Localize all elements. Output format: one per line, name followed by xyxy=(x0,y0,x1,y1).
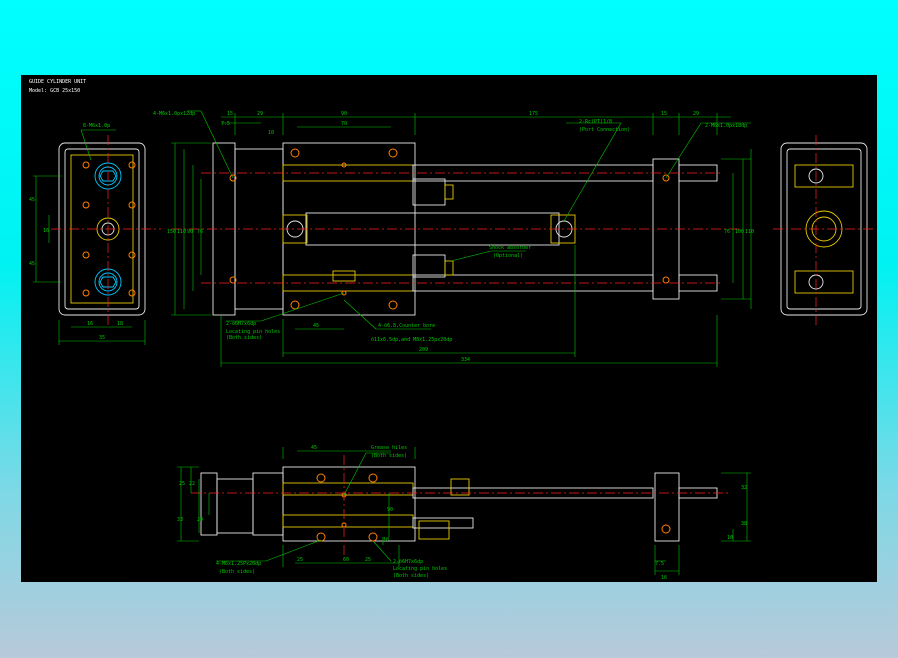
dim-209: 209 xyxy=(419,347,428,353)
dim-15: 15 xyxy=(227,111,233,117)
dim-7-5: 7.5 xyxy=(221,121,230,127)
dim-29: 29 xyxy=(257,111,263,117)
dim-10: 10 xyxy=(268,130,274,136)
main-top-view xyxy=(171,110,752,367)
bottom-side-view xyxy=(177,447,751,575)
bottom-dim-20: 20 xyxy=(197,517,203,523)
bottom-right-hole-note2: (Both sides) xyxy=(393,573,429,579)
bottom-dim-25a: 25 xyxy=(179,481,185,487)
shock-note: (Optional) xyxy=(493,253,523,259)
bottom-dim-38: 38 xyxy=(741,521,747,527)
bottom-dim-45: 45 xyxy=(311,445,317,451)
dim-76-right: 76 xyxy=(724,229,730,235)
bottom-right-hole-note1: Locating pin holes xyxy=(393,566,447,572)
dim-left-bottom-35: 35 xyxy=(99,335,105,341)
dim-left-16: 16 xyxy=(43,228,49,234)
bottom-right-hole-label: 2-ö6H7x6dp xyxy=(393,559,423,565)
cad-drawing: GUIDE CYLINDER UNIT Model: GCB 25x150 xyxy=(29,79,873,581)
port-note: (Port Connection) xyxy=(579,127,630,133)
bottom-dim-33: 33 xyxy=(177,517,183,523)
dim-76: 76 xyxy=(197,229,203,235)
dim-45-center: 45 xyxy=(313,323,319,329)
drawing-canvas: GUIDE CYLINDER UNIT Model: GCB 25x150 xyxy=(21,75,877,582)
bottom-dim-25b: 25 xyxy=(297,557,303,563)
bottom-dim-7-5: 7.5 xyxy=(655,561,664,567)
dim-left-45a: 45 xyxy=(29,197,35,203)
bottom-dim-25c: 25 xyxy=(365,557,371,563)
locating-label: 2-ö6H7x6dp xyxy=(226,321,256,327)
dim-left-45b: 45 xyxy=(29,261,35,267)
dim-70: 70 xyxy=(341,121,347,127)
main-hole-label: 4-M6x1.0px12dp xyxy=(153,111,195,117)
dim-334: 334 xyxy=(461,357,470,363)
locating-note1: Locating pin holes xyxy=(226,329,280,335)
bottom-dim-90: 90 xyxy=(387,507,393,513)
bottom-left-hole-label: 4-M6x1.25Px20dp xyxy=(216,561,261,567)
bottom-dim-10-right: 10 xyxy=(727,535,733,541)
right-end-view xyxy=(773,135,873,325)
locating-note2: (Both sides) xyxy=(226,335,262,341)
dim-29-right: 29 xyxy=(693,111,699,117)
bottom-left-hole-note: (Both sides) xyxy=(219,569,255,575)
port-label: 2-Rc(PT)1/8 xyxy=(579,119,612,125)
dim-90-vert: 90 xyxy=(187,229,193,235)
left-holes-label: 8-M6x1.0p xyxy=(83,123,110,129)
counter-bore-label: 4-ö6.8,Counter bore xyxy=(378,323,435,329)
grease-note: (Both sides) xyxy=(371,453,407,459)
bottom-dim-60: 60 xyxy=(343,557,349,563)
bottom-dim-10: 10 xyxy=(383,537,389,543)
dim-100-right: 100 xyxy=(735,229,744,235)
dim-90: 90 xyxy=(341,111,347,117)
right-hole-label: 2-M6x1.0px18dp xyxy=(705,123,747,129)
dim-175: 175 xyxy=(529,111,538,117)
dim-110: 110 xyxy=(177,229,186,235)
left-end-view xyxy=(33,129,161,345)
drawing-title: GUIDE CYLINDER UNIT xyxy=(29,79,86,85)
dim-110-right: 110 xyxy=(745,229,754,235)
drawing-model: Model: GCB 25x150 xyxy=(29,88,80,94)
dim-15-right: 15 xyxy=(661,111,667,117)
bottom-dim-32: 32 xyxy=(741,485,747,491)
dim-150: 150 xyxy=(167,229,176,235)
shock-label: Shock absorber xyxy=(489,245,531,251)
bottom-dim-22: 22 xyxy=(189,481,195,487)
counter-bore-note: ö11x6.5dp,and M8x1.25px20dp xyxy=(371,337,452,343)
grease-label: Grease hiles xyxy=(371,445,407,451)
dim-left-bottom-16: 16 xyxy=(87,321,93,327)
bottom-dim-16: 16 xyxy=(661,575,667,581)
dim-left-bottom-18: 18 xyxy=(117,321,123,327)
